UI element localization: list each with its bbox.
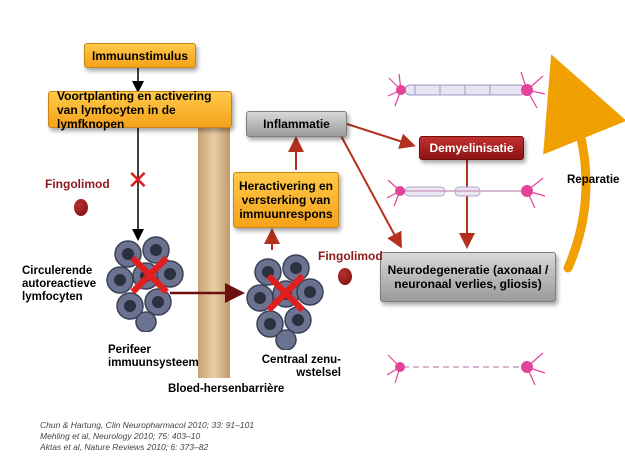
reference-aktas: Aktas et al, Nature Reviews 2010; 6: 373… [40, 442, 209, 452]
circulating-lymphocytes-label: Circulerende autoreactieve lymfocyten [22, 265, 97, 303]
inflammation-text: Inflammatie [263, 117, 330, 131]
block-x-mark-arrow: ✕ [127, 166, 149, 196]
blood-brain-barrier [198, 100, 230, 378]
propagation-box: Voortplanting en activering van lymfocyt… [48, 88, 232, 131]
peripheral-immune-system-label: Perifeer immuunsysteem [108, 344, 199, 369]
reference-chun: Chun & Hartung, Clin Neuropharmacol 2010… [40, 420, 255, 430]
neuron-healthy-image [387, 71, 546, 109]
demyelination-text: Demyelinisatie [429, 141, 514, 155]
reactivation-text: Heractivering en versterking van immuunr… [238, 179, 334, 221]
lymphocyte-cluster-cns [246, 254, 324, 350]
arrow-inflammation-to-neurodegeneration [339, 133, 402, 249]
neuron-demyelinated-image [386, 177, 546, 209]
fingolimod-label-peripheral: Fingolimod [45, 177, 110, 191]
lymphocyte-cluster-peripheral [106, 236, 184, 332]
block-x-mark-cns: ✕ [258, 256, 314, 333]
block-x-mark-peripheral: ✕ [122, 238, 178, 315]
fingolimod-dot-peripheral [74, 199, 88, 216]
immune-stimulus-box: Immuunstimulus [84, 43, 196, 68]
reactivation-box: Heractivering en versterking van immuunr… [233, 172, 339, 228]
repair-label: Reparatie [567, 174, 620, 186]
immune-stimulus-text: Immuunstimulus [91, 48, 188, 63]
arrow-inflammation-to-demyelination [346, 123, 416, 149]
neurodegeneration-box: Neurodegeneratie (axonaal / neuronaal ve… [380, 252, 556, 302]
blood-brain-barrier-label: Bloed-hersenbarrière [168, 383, 285, 395]
fingolimod-dot-cns [338, 268, 352, 285]
central-nervous-system-label: Centraal zenu-wstelsel [261, 354, 341, 379]
fingolimod-label-cns: Fingolimod [318, 249, 383, 263]
reference-mehling: Mehling et al, Neurology 2010; 75: 403–1… [40, 431, 201, 441]
repair-arrow [543, 54, 625, 273]
neuron-degenerated-image [386, 352, 546, 386]
demyelination-box: Demyelinisatie [419, 136, 524, 160]
neurodegeneration-text: Neurodegeneratie (axonaal / neuronaal ve… [387, 263, 549, 291]
inflammation-box: Inflammatie [246, 111, 347, 137]
propagation-text: Voortplanting en activering van lymfocyt… [57, 88, 212, 131]
